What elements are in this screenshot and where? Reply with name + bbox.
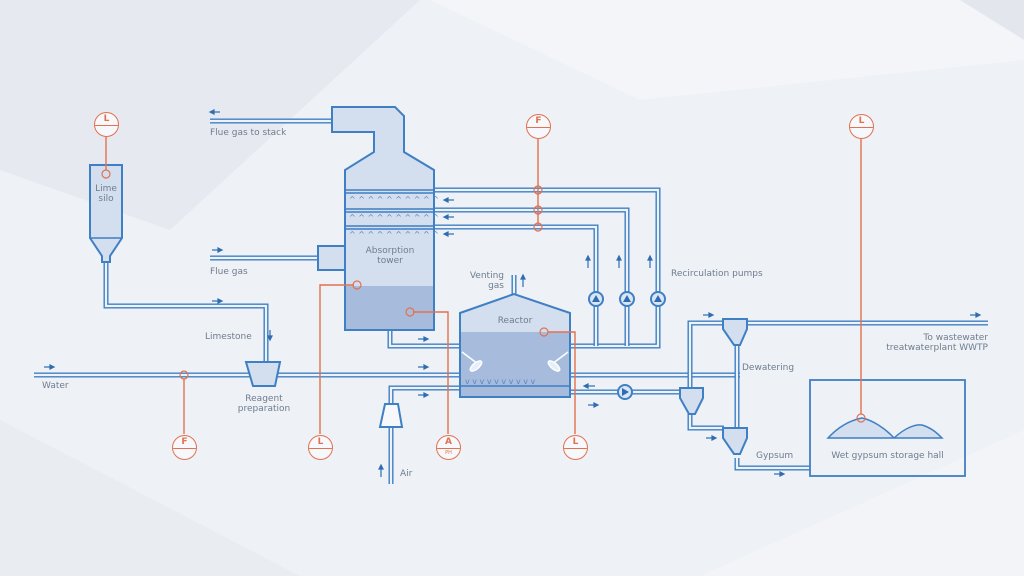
level-indicator-tower[interactable]: L bbox=[308, 435, 333, 460]
hydrocyclone-2 bbox=[679, 387, 704, 415]
label-recirculation-pumps: Recirculation pumps bbox=[671, 269, 763, 279]
instrument-letter: A bbox=[445, 437, 452, 447]
recirculation-pump-1 bbox=[588, 291, 604, 307]
instrument-letter: L bbox=[572, 437, 579, 447]
label-to-wastewater-line1: To wastewater bbox=[923, 333, 988, 343]
instrument-letter: F bbox=[181, 437, 188, 447]
ph-analyzer-tower[interactable]: A PH bbox=[436, 435, 461, 460]
label-air: Air bbox=[400, 469, 413, 479]
instrument-letter: L bbox=[103, 114, 110, 124]
hydrocyclone-1 bbox=[722, 318, 748, 346]
signal-lines bbox=[101, 136, 866, 434]
level-indicator-storage[interactable]: L bbox=[849, 114, 874, 139]
flow-indicator-water[interactable]: F bbox=[172, 435, 197, 460]
instrument-letter: L bbox=[858, 116, 865, 126]
absorption-tower: ^ ^ ^ ^ ^ ^ ^ ^ ^ ^ ^ ^ ^ ^ ^ ^ ^ ^ ^ ^ … bbox=[317, 106, 439, 331]
label-venting-gas-line2: gas bbox=[488, 281, 504, 291]
svg-text:^ ^ ^ ^ ^ ^ ^ ^ ^ ^: ^ ^ ^ ^ ^ ^ ^ ^ ^ ^ bbox=[349, 213, 439, 222]
level-indicator-lime-silo[interactable]: L bbox=[94, 112, 119, 137]
reactor: v v v v v v v v v v bbox=[459, 292, 571, 398]
instrument-sublabel: PH bbox=[445, 450, 452, 456]
label-lime-silo-line2: silo bbox=[98, 194, 114, 204]
transfer-pump bbox=[617, 384, 633, 400]
label-flue-gas-to-stack: Flue gas to stack bbox=[210, 128, 287, 138]
label-lime-silo-line1: Lime bbox=[95, 184, 117, 194]
hydrocyclone-3 bbox=[722, 427, 748, 455]
wet-gypsum-storage-hall bbox=[809, 379, 966, 477]
flow-arrows bbox=[44, 109, 982, 477]
label-dewatering: Dewatering bbox=[742, 363, 795, 373]
label-reagent-preparation-line1: Reagent bbox=[245, 394, 283, 404]
instrument-letter: F bbox=[535, 116, 542, 126]
label-limestone: Limestone bbox=[205, 332, 252, 342]
reagent-preparation-tank bbox=[244, 361, 282, 387]
recirculation-pump-3 bbox=[650, 291, 666, 307]
svg-text:v v v v v v v v v v: v v v v v v v v v v bbox=[465, 377, 535, 386]
label-gypsum: Gypsum bbox=[756, 451, 794, 461]
label-storage-hall: Wet gypsum storage hall bbox=[831, 451, 944, 461]
recirculation-pump-2 bbox=[619, 291, 635, 307]
svg-text:^ ^ ^ ^ ^ ^ ^ ^ ^ ^: ^ ^ ^ ^ ^ ^ ^ ^ ^ ^ bbox=[349, 230, 439, 239]
svg-text:^ ^ ^ ^ ^ ^ ^ ^ ^ ^: ^ ^ ^ ^ ^ ^ ^ ^ ^ ^ bbox=[349, 195, 439, 204]
label-reagent-preparation-line2: preparation bbox=[237, 404, 291, 414]
label-venting-gas-line1: Venting bbox=[469, 271, 504, 281]
air-compressor bbox=[378, 403, 404, 428]
instrument-letter: L bbox=[317, 437, 324, 447]
level-indicator-reactor[interactable]: L bbox=[563, 435, 588, 460]
label-reactor: Reactor bbox=[497, 316, 533, 326]
flow-indicator-recirculation[interactable]: F bbox=[526, 114, 551, 139]
label-to-wastewater-line2: treatwaterplant WWTP bbox=[886, 343, 988, 353]
label-absorption-tower-line1: Absorption bbox=[365, 246, 415, 256]
label-water: Water bbox=[42, 381, 69, 391]
label-flue-gas: Flue gas bbox=[210, 267, 248, 277]
label-absorption-tower-line2: tower bbox=[377, 256, 403, 266]
lime-silo bbox=[89, 164, 123, 263]
